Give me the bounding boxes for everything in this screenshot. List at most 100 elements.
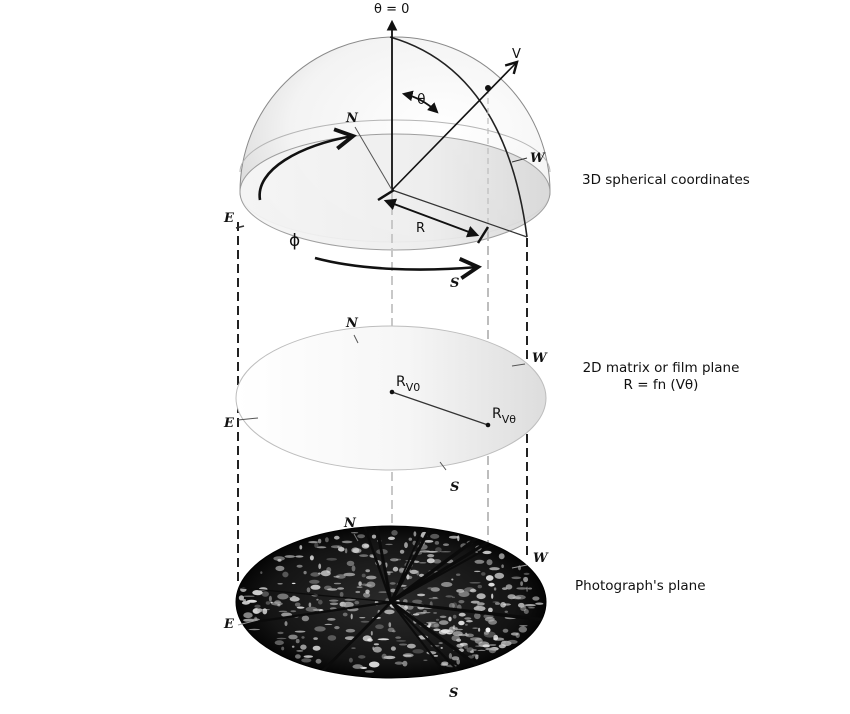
canopy-gap bbox=[493, 587, 497, 591]
canopy-gap bbox=[523, 572, 530, 576]
rv0-label: RV0 bbox=[396, 374, 420, 394]
canopy-gap bbox=[341, 540, 353, 544]
canopy-gap bbox=[430, 533, 440, 539]
canopy-gap bbox=[362, 635, 372, 642]
film-north-label: N bbox=[345, 316, 359, 331]
canopy-gap bbox=[296, 564, 303, 568]
canopy-gap bbox=[464, 617, 472, 620]
canopy-gap bbox=[443, 543, 449, 546]
film-layer-label: 2D matrix or film plane R = fn (Vθ) bbox=[572, 360, 750, 394]
canopy-gap bbox=[260, 571, 263, 574]
canopy-gap bbox=[458, 612, 466, 617]
canopy-gap bbox=[448, 535, 459, 539]
canopy-gap bbox=[502, 628, 509, 633]
tree-trunk bbox=[389, 526, 434, 603]
canopy-gap bbox=[388, 622, 392, 628]
tree-trunk bbox=[236, 586, 392, 603]
canopy-gap bbox=[452, 631, 463, 637]
zenith-label: θ = 0 bbox=[374, 2, 409, 17]
tree-trunk bbox=[390, 601, 449, 678]
canopy-gap bbox=[398, 643, 408, 646]
canopy-gap bbox=[314, 542, 319, 548]
canopy-gap bbox=[439, 615, 447, 618]
canopy-gap bbox=[390, 646, 396, 651]
canopy-gap bbox=[248, 628, 261, 631]
radius-arrow bbox=[383, 198, 480, 238]
canopy-gap bbox=[381, 653, 387, 660]
canopy-gap bbox=[474, 570, 481, 573]
canopy-gap bbox=[352, 664, 363, 669]
canopy-gap bbox=[274, 640, 284, 646]
film-layer-formula: R = fn (Vθ) bbox=[623, 377, 699, 393]
canopy-gap bbox=[519, 625, 528, 627]
canopy-gap bbox=[516, 587, 528, 590]
canopy-gap bbox=[274, 600, 281, 605]
canopy-gap bbox=[373, 643, 379, 646]
canopy-gap bbox=[329, 602, 339, 606]
canopy-gap bbox=[446, 632, 452, 635]
canopy-gap bbox=[441, 582, 453, 587]
canopy-gap bbox=[452, 614, 457, 619]
canopy-gap bbox=[277, 593, 289, 600]
canopy-gap bbox=[288, 597, 298, 599]
canopy-gap bbox=[489, 648, 496, 654]
canopy-gap bbox=[277, 583, 283, 585]
canopy-gap bbox=[528, 607, 535, 609]
canopy-gap bbox=[294, 602, 301, 607]
canopy-gap bbox=[315, 658, 322, 664]
canopy-gap bbox=[387, 627, 395, 632]
photo-west-label: W bbox=[533, 551, 549, 566]
canopy-gap bbox=[434, 541, 440, 545]
canopy-gap bbox=[498, 553, 505, 560]
canopy-gap bbox=[359, 617, 366, 619]
canopy-gap bbox=[471, 649, 477, 651]
canopy-gap bbox=[327, 618, 336, 621]
canopy-gap bbox=[295, 654, 301, 659]
canopy-gap bbox=[344, 548, 348, 554]
canopy-gap bbox=[361, 543, 370, 549]
canopy-gap bbox=[301, 636, 305, 639]
canopy-gap bbox=[351, 647, 356, 649]
canopy-gap bbox=[483, 631, 496, 638]
canopy-gap bbox=[351, 565, 356, 572]
canopy-gap bbox=[384, 609, 395, 615]
canopy-gap bbox=[488, 619, 497, 625]
canopy-gap bbox=[277, 558, 282, 562]
canopy-gap bbox=[412, 599, 423, 604]
canopy-gap bbox=[426, 558, 435, 564]
vector-v-label: V bbox=[512, 47, 521, 62]
tree-trunk bbox=[362, 526, 393, 603]
canopy-gap bbox=[282, 571, 289, 578]
canopy-gap bbox=[486, 559, 493, 566]
canopy-gap bbox=[242, 599, 247, 602]
canopy-gap bbox=[338, 547, 345, 552]
canopy-gap bbox=[350, 532, 359, 534]
tree-trunk bbox=[390, 601, 462, 675]
canopy-gap bbox=[318, 563, 322, 570]
canopy-gap bbox=[365, 589, 370, 594]
photograph-plane bbox=[235, 525, 547, 679]
canopy-gap bbox=[465, 623, 468, 626]
canopy-gap bbox=[482, 550, 492, 555]
canopy-gap bbox=[451, 596, 455, 598]
canopy-gap bbox=[278, 610, 288, 613]
canopy-gap bbox=[301, 615, 310, 622]
canopy-gap bbox=[375, 624, 384, 629]
canopy-gap bbox=[412, 613, 420, 616]
canopy-gap bbox=[281, 646, 285, 651]
sphere-west-label: W bbox=[530, 151, 546, 166]
tree-trunk bbox=[237, 600, 392, 626]
tree-trunk bbox=[374, 526, 393, 603]
canopy-gap bbox=[276, 637, 287, 640]
canopy-gap bbox=[333, 582, 342, 585]
canopy-gap bbox=[398, 567, 405, 574]
canopy-gap bbox=[448, 653, 452, 659]
rvtheta-label: RVθ bbox=[492, 406, 516, 426]
canopy-gap bbox=[402, 660, 408, 667]
canopy-gap bbox=[465, 632, 468, 635]
canopy-gap bbox=[472, 627, 479, 629]
canopy-gap bbox=[365, 575, 377, 580]
canopy-gap bbox=[475, 551, 479, 553]
canopy-gap bbox=[358, 655, 366, 659]
canopy-gap bbox=[310, 572, 320, 577]
